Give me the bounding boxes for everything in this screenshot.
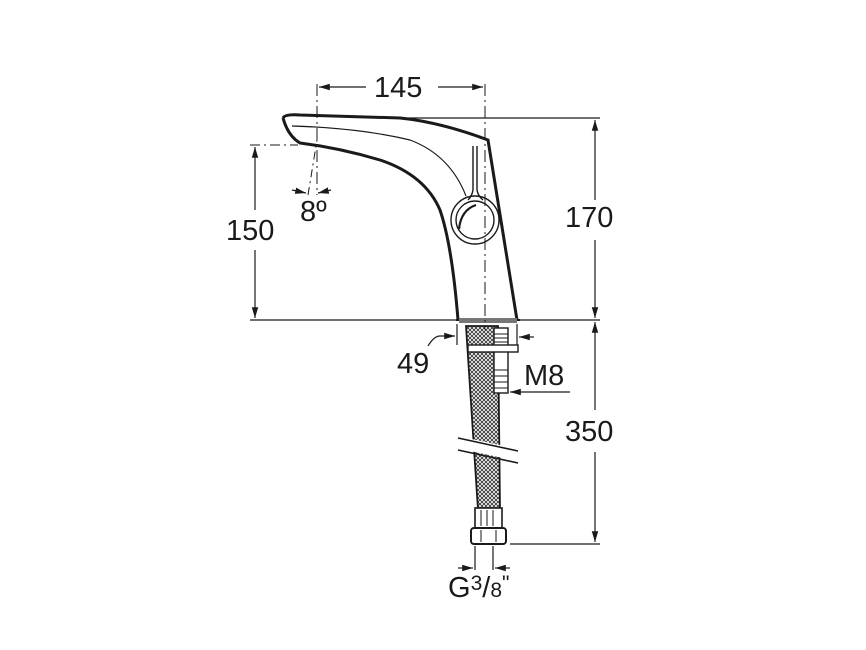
flexible-hoses — [454, 325, 519, 545]
dimension-label-total-height: 170 — [565, 202, 614, 234]
dimension-label-spout-height: 150 — [226, 215, 275, 247]
connection-denominator: 8 — [490, 579, 502, 602]
connection-inch-mark: " — [502, 572, 510, 595]
lever-handle — [450, 146, 500, 245]
connection-slash: / — [482, 572, 491, 604]
dimension-label-spout-angle: 8º — [300, 196, 327, 228]
faucet-body — [281, 113, 520, 323]
center-lines — [250, 84, 486, 330]
dimension-label-connection: G3/8" — [448, 572, 510, 604]
dimension-label-hose-length: 350 — [565, 416, 614, 448]
dimension-lines — [250, 83, 600, 572]
dimension-label-base-diameter: 49 — [397, 348, 430, 380]
dimension-label-fixing-rod: M8 — [524, 360, 565, 392]
connection-prefix: G — [448, 572, 471, 604]
connection-numerator: 3 — [470, 572, 483, 595]
dimension-label-reach: 145 — [374, 72, 423, 104]
